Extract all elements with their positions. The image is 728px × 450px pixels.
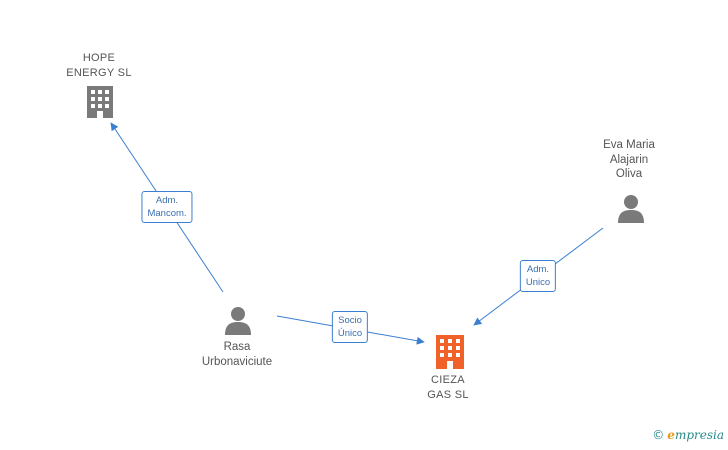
node-label-eva-maria[interactable]: Eva Maria Alajarin Oliva	[603, 138, 655, 182]
node-label-line: Oliva	[615, 168, 643, 180]
node-label-cieza-gas[interactable]: CIEZA GAS SL	[427, 373, 469, 402]
copyright-icon: ©	[652, 428, 665, 442]
building-icon-main[interactable]	[436, 335, 464, 369]
edge-label-adm-mancom[interactable]: Adm. Mancom.	[141, 191, 193, 223]
edge-label-line: Adm.	[526, 264, 550, 275]
node-label-rasa[interactable]: Rasa Urbonaviciute	[202, 340, 272, 369]
node-label-line: Rasa	[223, 341, 251, 353]
empresia-logo: ©empresia	[652, 428, 724, 442]
node-label-line: Urbonaviciute	[201, 355, 273, 368]
edge-label-adm-unico[interactable]: Adm. Unico	[519, 260, 557, 292]
edge-label-line: Adm.	[155, 195, 179, 206]
edge-label-socio-unico[interactable]: Socio Único	[331, 311, 369, 343]
node-label-line: Alajarin	[609, 153, 649, 166]
edge-label-line: Unico	[525, 277, 551, 288]
node-label-line: HOPE	[82, 52, 116, 64]
person-icon[interactable]	[225, 307, 251, 335]
node-label-line: CIEZA	[431, 374, 465, 386]
brand-name: mpresia	[674, 428, 724, 442]
building-icon[interactable]	[87, 86, 113, 118]
node-label-line: Eva Maria	[603, 139, 655, 151]
node-label-line: ENERGY SL	[66, 66, 132, 79]
edge-label-line: Socio	[338, 315, 362, 326]
node-label-hope-energy[interactable]: HOPE ENERGY SL	[66, 51, 131, 80]
person-icon[interactable]	[618, 195, 644, 223]
brand-initial: e	[667, 428, 675, 442]
edge-label-line: Mancom.	[147, 208, 187, 219]
edge-label-line: Único	[337, 328, 363, 339]
node-label-line: GAS SL	[427, 388, 469, 401]
